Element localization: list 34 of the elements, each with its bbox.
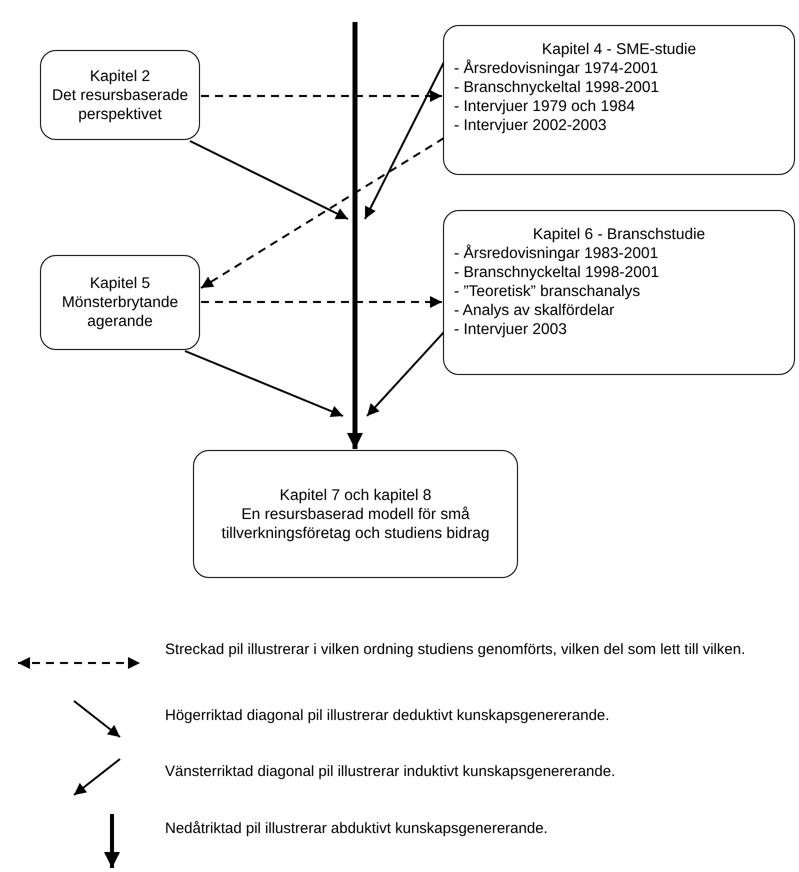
- list-item: - Årsredovisningar 1974-2001: [454, 59, 658, 78]
- box-heading: Kapitel 5: [88, 274, 152, 293]
- arrow: [364, 62, 445, 220]
- list-item: - Branschnyckeltal 1998-2001: [454, 78, 660, 97]
- box-text: En resursbaserad modell för små tillverkningsföretag och studiens bidrag: [220, 504, 490, 542]
- list-item: - Branschnyckeltal 1998-2001: [454, 263, 660, 282]
- dashed-arrow: [200, 137, 445, 289]
- dashed-arrow: [201, 296, 442, 308]
- legend-text: Vänsterriktad diagonal pil illustrerar induktivt kunskapsgenererande.: [165, 762, 616, 781]
- legend-text: Högerriktad diagonal pil illustrerar deduktivt kunskapsgenererande.: [165, 706, 610, 725]
- arrow: [190, 140, 348, 220]
- arrow: [184, 350, 344, 417]
- list-item: - Analys av skalfördelar: [454, 301, 614, 320]
- thick-arrow: [347, 22, 363, 449]
- box-text: Mönsterbrytande agerande: [60, 293, 180, 331]
- box-heading: Kapitel 7 och kapitel 8: [278, 486, 432, 504]
- legend-text: Nedåtriktad pil illustrerar abduktivt kunskapsgenererande.: [165, 819, 549, 838]
- list-item: - ”Teoretisk” branschanalys: [454, 282, 640, 301]
- dashed-arrow: [201, 90, 442, 102]
- legend-text: Streckad pil illustrerar i vilken ordning studiens genomförts, vilken del som lett till vilken.: [165, 640, 746, 659]
- list-item: - Intervjuer 2002-2003: [454, 116, 607, 135]
- list-item: - Årsredovisningar 1983-2001: [454, 244, 658, 263]
- box-heading: Kapitel 6 - Branschstudie: [532, 225, 706, 244]
- list-item: - Intervjuer 1979 och 1984: [454, 97, 635, 116]
- arrow: [366, 331, 445, 417]
- rounded-box: [443, 25, 795, 175]
- list-item: - Intervjuer 2003: [454, 320, 567, 339]
- rounded-box: [40, 50, 200, 140]
- rounded-box: [40, 255, 200, 350]
- rounded-box: [193, 450, 518, 578]
- box-heading: Kapitel 4 - SME-studie: [542, 40, 696, 59]
- rounded-box: [443, 210, 795, 375]
- box-text: Det resursbaserade perspektivet: [51, 86, 189, 124]
- box-heading: Kapitel 2: [88, 66, 152, 86]
